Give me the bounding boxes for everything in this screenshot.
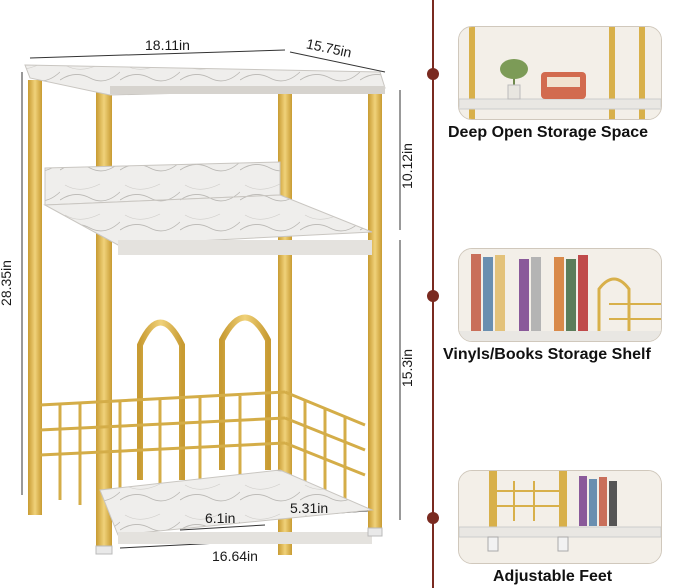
divider-dot (427, 512, 439, 524)
feature-label-vinyl-shelf: Vinyls/Books Storage Shelf (443, 346, 651, 363)
divider-dot (427, 68, 439, 80)
dim-width: 18.11in (145, 37, 190, 53)
divider-dot (427, 290, 439, 302)
thumb-vinyl-shelf (458, 248, 662, 342)
thumb-open-storage (458, 26, 662, 120)
feature-label-adjustable-feet: Adjustable Feet (493, 568, 613, 585)
side-table-illustration (21, 49, 401, 555)
dim-top-gap: 10.12in (398, 143, 415, 189)
dim-lower-gap: 15.3in (399, 348, 416, 388)
dim-slot-right: 5.31in (290, 500, 329, 516)
feature-label-open-storage: Deep Open Storage Space (448, 124, 649, 141)
dim-base-width: 16.64in (212, 548, 258, 564)
dim-slot-left: 6.1in (205, 510, 236, 526)
thumb-adjustable-feet (458, 470, 662, 564)
dim-height: 28.35in (0, 260, 14, 306)
